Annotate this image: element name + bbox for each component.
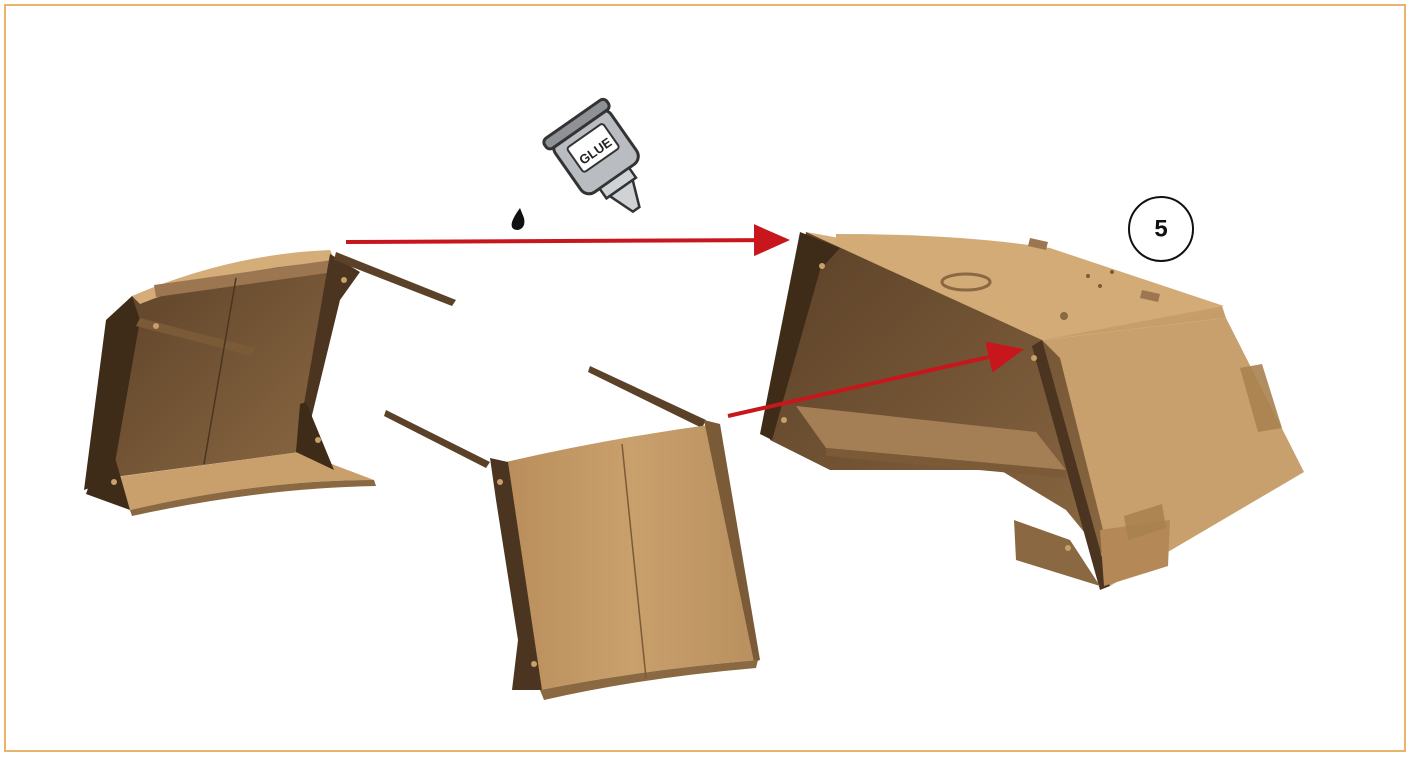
assembly-arrow-left-panel bbox=[346, 240, 786, 242]
step-number: 5 bbox=[1154, 215, 1167, 242]
glue-bottle-icon: GLUE bbox=[542, 97, 667, 231]
left-side-panel bbox=[84, 250, 456, 516]
assembled-body bbox=[760, 232, 1304, 590]
step-number-badge: 5 bbox=[1129, 197, 1193, 261]
front-panel bbox=[384, 366, 760, 700]
glue-drop-icon bbox=[512, 208, 525, 230]
